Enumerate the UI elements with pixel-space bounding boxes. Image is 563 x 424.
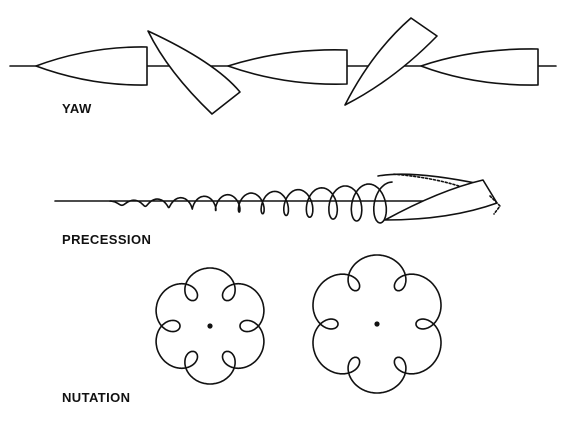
nutation-diagram <box>155 254 442 394</box>
yaw-diagram <box>9 17 557 115</box>
nutation-small-rosette <box>155 267 265 385</box>
nutation-large-center-dot <box>374 321 380 327</box>
yaw-projectile-3 <box>227 49 348 85</box>
precession-projectile <box>384 179 498 221</box>
yaw-label: YAW <box>62 101 92 116</box>
yaw-projectile-2 <box>147 30 241 115</box>
precession-tail-dashed <box>489 195 501 215</box>
nutation-large-rosette <box>312 254 442 394</box>
nutation-small-center-dot <box>207 323 213 329</box>
yaw-projectile-1 <box>35 46 148 86</box>
precession-cone-top-edge <box>377 173 481 185</box>
precession-label: PRECESSION <box>62 232 152 247</box>
yaw-projectile-5 <box>420 48 539 86</box>
nutation-label: NUTATION <box>62 390 131 405</box>
yaw-projectile-4 <box>344 17 438 106</box>
precession-spiral <box>109 181 393 224</box>
precession-diagram <box>54 173 501 224</box>
